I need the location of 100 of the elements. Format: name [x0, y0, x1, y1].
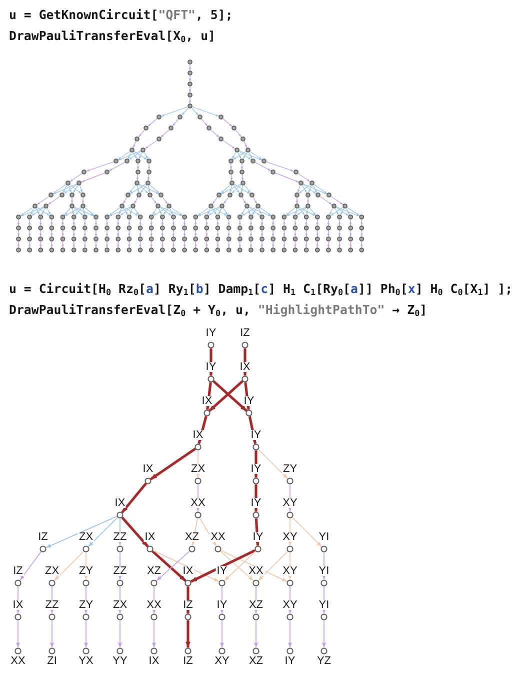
graph-vertex — [104, 214, 110, 220]
arrow — [212, 206, 228, 216]
graph-vertex — [40, 546, 46, 552]
arrow — [240, 163, 244, 170]
arrow — [118, 151, 130, 160]
arrow — [288, 484, 292, 512]
arrow — [238, 151, 252, 160]
graph-vertex — [270, 226, 276, 230]
graph-vertex — [138, 248, 143, 252]
highlighted-arrow — [254, 518, 260, 546]
arrow — [50, 586, 54, 614]
node-label: IY — [250, 464, 262, 474]
graph-vertex — [198, 114, 202, 120]
arrow — [327, 219, 330, 226]
graph-vertex — [204, 214, 210, 220]
graph-vertex — [218, 580, 226, 586]
graph-vertex — [315, 226, 320, 230]
arrow — [172, 230, 175, 237]
node-label: XY — [282, 600, 298, 610]
arrow — [148, 185, 150, 193]
graph-vertex — [48, 648, 56, 654]
graph-vertex — [326, 248, 331, 252]
arrow — [305, 230, 308, 237]
graph-vertex — [150, 648, 158, 654]
graph-vertex — [160, 214, 165, 220]
arrow — [242, 196, 246, 204]
graph-vertex — [116, 248, 121, 252]
node-label: ZZ — [112, 532, 128, 542]
arrow — [132, 140, 136, 148]
graph-vertex — [126, 192, 130, 198]
graph-vertex — [282, 226, 287, 230]
arrow — [75, 208, 82, 216]
graph-vertex — [82, 170, 86, 174]
arrow — [322, 620, 326, 648]
arrow — [183, 230, 186, 237]
graph-vertex — [140, 148, 146, 152]
graph-vertex — [260, 214, 264, 220]
arrow — [72, 208, 74, 215]
arrow — [188, 75, 192, 82]
arrow — [188, 86, 192, 93]
arrow — [235, 130, 242, 138]
graph-vertex — [136, 170, 140, 174]
arrow — [254, 586, 258, 614]
graph-vertex — [184, 580, 192, 586]
node-label: XY — [282, 566, 298, 576]
graph-vertex — [292, 226, 298, 230]
graph-vertex — [126, 236, 132, 242]
graph-vertex — [114, 158, 118, 164]
arrow — [163, 208, 168, 216]
arrow — [294, 230, 296, 237]
graph-vertex — [14, 580, 22, 586]
arrow — [122, 208, 128, 216]
arrow — [108, 162, 126, 172]
graph-vertex — [220, 204, 224, 208]
arrow — [340, 208, 344, 216]
arrow — [322, 552, 326, 580]
arrow — [134, 208, 140, 216]
graph-vertex — [146, 158, 152, 164]
graph-vertex — [252, 444, 260, 450]
arrow — [320, 196, 332, 205]
graph-vertex — [248, 248, 254, 252]
graph-vertex — [160, 248, 165, 252]
arrow — [134, 196, 138, 204]
arrow — [250, 230, 252, 237]
arrow — [130, 184, 146, 194]
code-line: u = Circuit[H$_{0}$ Rz$_{0}$[a] Ry$_{1}$[b] Damp$_{1}$[c] H$_{1}$ C$_{1}$[Ry$_{0}$[a]] Ph$_{0}$[x] H$_{0}$ C$_{0}$[X$_{1}$] ]; — [9, 280, 513, 296]
graph-vertex — [208, 204, 214, 208]
graph-vertex — [252, 648, 260, 654]
graph-vertex — [160, 236, 165, 242]
graph-vertex — [286, 478, 294, 484]
arrow — [82, 208, 86, 215]
arrow — [305, 219, 308, 226]
highlighted-arrow — [121, 482, 147, 514]
arrow — [72, 230, 76, 237]
arrow — [70, 197, 74, 204]
graph-vertex — [228, 158, 234, 164]
arrow — [150, 219, 153, 226]
graph-vertex — [136, 192, 142, 198]
arrow — [322, 586, 326, 614]
node-label: ZZ — [44, 600, 60, 610]
graph-vertex — [82, 214, 88, 220]
arrow — [197, 207, 210, 216]
arrow — [72, 219, 76, 226]
arrow — [302, 184, 308, 194]
arrow — [62, 219, 64, 226]
arrow — [128, 151, 142, 160]
arrow — [94, 230, 98, 237]
arrow — [172, 219, 175, 226]
arrow — [282, 230, 286, 237]
arrow — [258, 208, 262, 216]
arrow — [136, 174, 139, 181]
graph-vertex — [204, 410, 210, 416]
graph-vertex — [250, 192, 254, 198]
graph-vertex — [320, 580, 328, 586]
arrow — [147, 118, 158, 127]
arrow — [198, 206, 220, 216]
graph-vertex — [188, 546, 196, 552]
arrow — [298, 184, 310, 194]
arrow — [118, 150, 142, 160]
graph-vertex — [282, 214, 287, 220]
